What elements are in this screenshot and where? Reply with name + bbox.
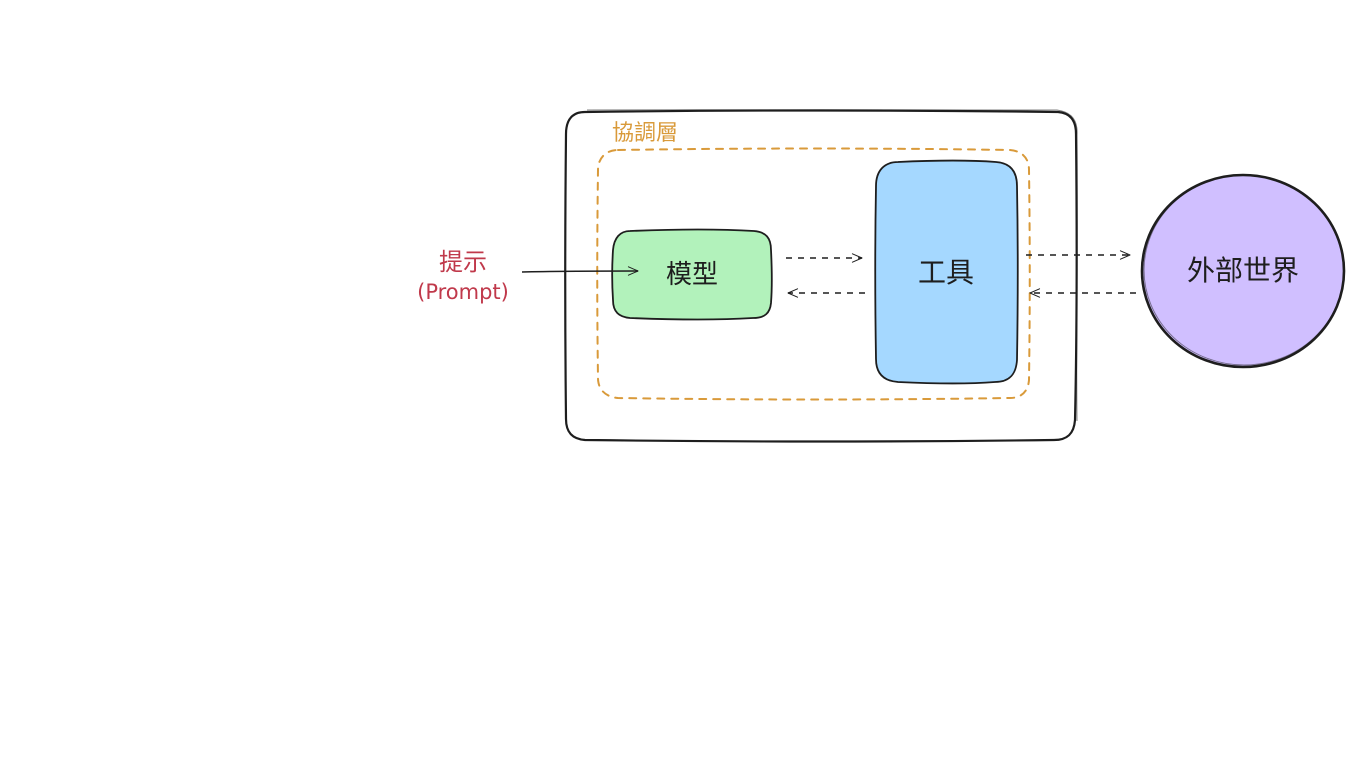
model-label: 模型 <box>666 260 718 290</box>
tools-label: 工具 <box>918 256 974 289</box>
external-world-label: 外部世界 <box>1187 254 1299 287</box>
prompt-input: 提示 (Prompt) <box>417 248 639 304</box>
outer-container <box>564 109 1078 443</box>
model-tools-arrows <box>786 253 865 298</box>
model-node: 模型 <box>611 228 773 321</box>
orchestration-layer: 協調層 <box>596 121 1031 401</box>
external-world-node: 外部世界 <box>1140 173 1346 369</box>
prompt-arrow <box>521 266 639 276</box>
prompt-label: 提示 <box>439 248 487 276</box>
tools-world-arrows <box>1026 250 1136 298</box>
tools-node: 工具 <box>874 159 1019 385</box>
orchestration-label: 協調層 <box>612 121 678 146</box>
prompt-label-en: (Prompt) <box>417 280 509 304</box>
